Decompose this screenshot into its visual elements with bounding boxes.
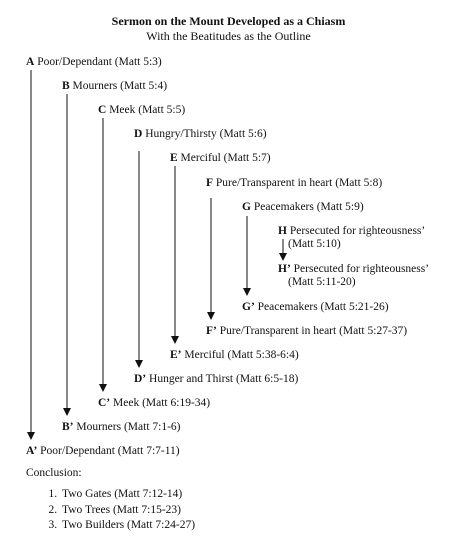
row-h-ref: (Matt 5:10) (288, 238, 341, 250)
row-d-prime: D’ Hunger and Thirst (Matt 6:5-18) (134, 372, 298, 386)
row-text: Pure/Transparent in heart (Matt 5:8) (213, 177, 383, 189)
row-letter: H (278, 225, 287, 237)
row-text: Meek (Matt 6:19-34) (110, 397, 211, 409)
row-text: Merciful (Matt 5:7) (177, 152, 271, 164)
row-text: Meek (Matt 5:5) (106, 104, 186, 116)
row-text: Persecuted for righteousness’ (290, 263, 430, 275)
row-text: Hungry/Thirsty (Matt 5:6) (142, 128, 267, 140)
row-letter: F (206, 177, 214, 189)
row-e: E Merciful (Matt 5:7) (170, 151, 271, 165)
row-h: H Persecuted for righteousness’ (278, 224, 425, 238)
row-b-prime: B’ Mourners (Matt 7:1-6) (62, 420, 181, 434)
row-text: Mourners (Matt 5:4) (69, 80, 168, 92)
row-e-prime: E’ Merciful (Matt 5:38-6:4) (170, 348, 299, 362)
list-item: Two Gates (Matt 7:12-14) (60, 487, 195, 503)
row-letter: A’ (26, 445, 38, 457)
row-f-prime: F’ Pure/Transparent in heart (Matt 5:27-… (206, 324, 407, 338)
row-text: Poor/Dependant (Matt 7:7-11) (37, 445, 180, 457)
list-item: Two Trees (Matt 7:15-23) (60, 503, 195, 519)
page-subtitle: With the Beatitudes as the Outline (146, 29, 311, 43)
row-f: F Pure/Transparent in heart (Matt 5:8) (206, 176, 382, 190)
row-text: Persecuted for righteousness’ (286, 225, 426, 237)
row-letter: A (26, 56, 35, 68)
list-item: Two Builders (Matt 7:24-27) (60, 518, 195, 534)
row-letter: D’ (134, 373, 147, 385)
row-letter: G’ (242, 301, 255, 313)
row-letter: D (134, 128, 143, 140)
row-letter: F’ (206, 325, 217, 337)
conclusion-label: Conclusion: (26, 467, 82, 479)
row-text: Peacemakers (Matt 5:9) (250, 201, 364, 213)
row-text: Poor/Dependant (Matt 5:3) (34, 56, 162, 68)
row-h-prime: H’ Persecuted for righteousness’ (278, 262, 429, 276)
row-text: Peacemakers (Matt 5:21-26) (254, 301, 389, 313)
row-text: Hunger and Thirst (Matt 6:5-18) (146, 373, 299, 385)
row-a: A Poor/Dependant (Matt 5:3) (26, 55, 162, 69)
conclusion-list: Two Gates (Matt 7:12-14) Two Trees (Matt… (26, 487, 195, 534)
row-h-prime-ref: (Matt 5:11-20) (288, 276, 356, 288)
row-text: Merciful (Matt 5:38-6:4) (181, 349, 299, 361)
row-b: B Mourners (Matt 5:4) (62, 79, 167, 93)
row-g: G Peacemakers (Matt 5:9) (242, 200, 364, 214)
row-c: C Meek (Matt 5:5) (98, 103, 185, 117)
row-letter: H’ (278, 263, 291, 275)
row-letter: G (242, 201, 251, 213)
row-letter: C (98, 104, 107, 116)
row-letter: B (62, 80, 70, 92)
row-letter: E (170, 152, 178, 164)
row-d: D Hungry/Thirsty (Matt 5:6) (134, 127, 267, 141)
row-letter: B’ (62, 421, 74, 433)
row-text: Mourners (Matt 7:1-6) (73, 421, 181, 433)
page-title: Sermon on the Mount Developed as a Chias… (111, 14, 346, 28)
row-letter: C’ (98, 397, 111, 409)
row-g-prime: G’ Peacemakers (Matt 5:21-26) (242, 300, 389, 314)
row-text: Pure/Transparent in heart (Matt 5:27-37) (216, 325, 408, 337)
row-letter: E’ (170, 349, 182, 361)
row-a-prime: A’ Poor/Dependant (Matt 7:7-11) (26, 444, 180, 458)
row-c-prime: C’ Meek (Matt 6:19-34) (98, 396, 210, 410)
